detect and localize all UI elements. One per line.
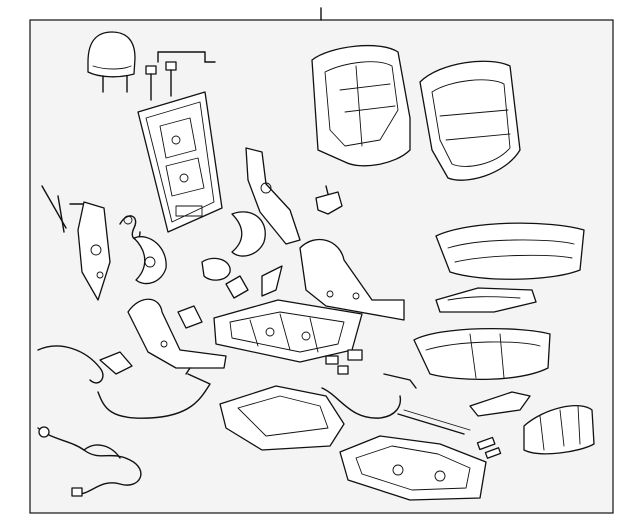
seat-back-cover (419, 60, 521, 181)
recliner-bracket-right (245, 147, 301, 245)
side-trim-panel (127, 298, 227, 369)
seat-pan (219, 385, 345, 451)
levers (201, 257, 283, 299)
headrest (87, 31, 136, 93)
seat-cushion-cover (435, 222, 585, 280)
pins (476, 436, 502, 459)
gas-strut (397, 409, 471, 435)
latch-clip (315, 185, 343, 215)
recliner-cover-left (133, 236, 167, 285)
seat-back-frame (137, 91, 223, 233)
cushion-shield (523, 405, 595, 455)
headrest-guides (145, 51, 216, 101)
bushings (325, 349, 363, 375)
recliner-cover-right (231, 211, 266, 257)
seat-cushion-pad (413, 327, 551, 381)
trim-plate (469, 391, 531, 417)
trim-clip (177, 305, 203, 329)
wire-harness-upper (37, 345, 133, 384)
wire-harness-middle (97, 367, 211, 419)
seat-heater-connector (435, 287, 537, 313)
seat-frame (213, 299, 363, 363)
release-cable (321, 373, 417, 419)
side-shield (299, 238, 405, 321)
seat-back-pad (311, 44, 411, 167)
recliner-bracket-left (77, 201, 111, 301)
wire-harness-lower (37, 426, 142, 497)
seat-riser (339, 435, 487, 501)
